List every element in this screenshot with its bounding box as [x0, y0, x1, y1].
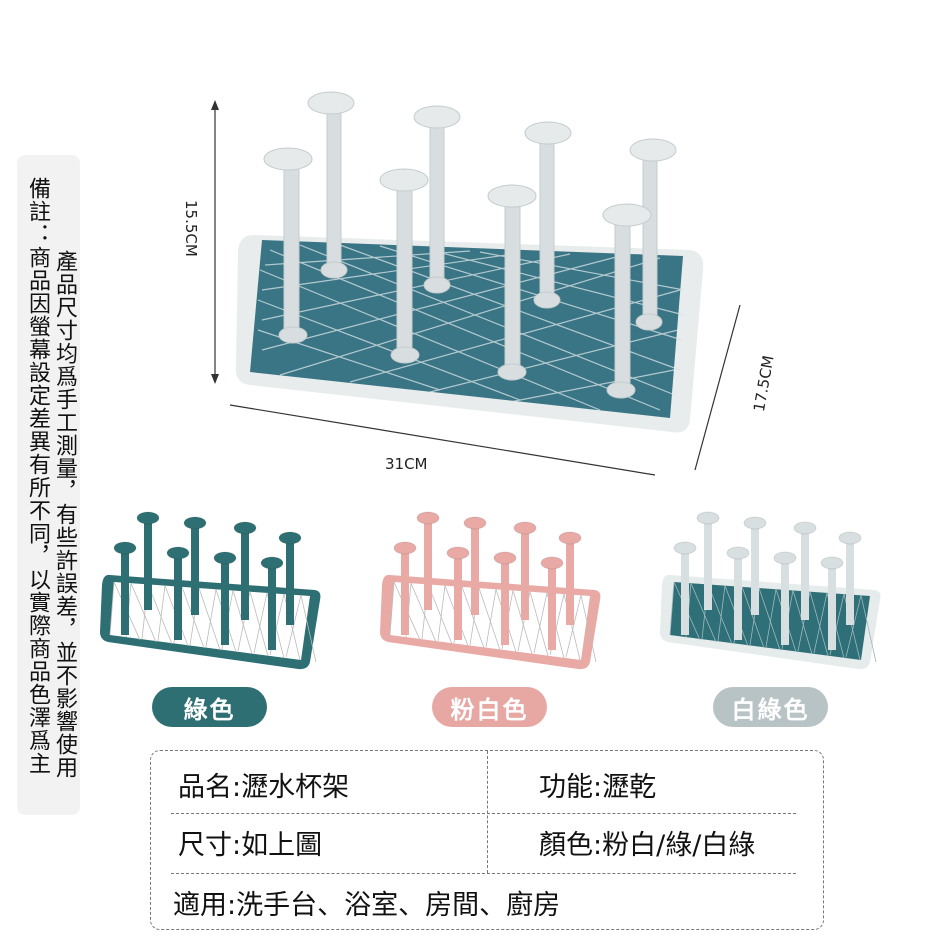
- spec-colors: 顏色:粉白/綠/白綠: [539, 830, 756, 861]
- main-product-image: [211, 91, 741, 476]
- variant-label: 粉白色: [450, 695, 529, 724]
- spec-usage: 適用:洗手台、浴室、房間、廚房: [173, 890, 561, 921]
- variant-badge-white-green[interactable]: 白綠色: [713, 687, 828, 727]
- remark-panel: 備註：商品因螢幕設定差異有所不同，以實際商品色澤爲主 產品尺寸均爲手工測量，有些…: [17, 155, 80, 815]
- variant-badge-pink-white[interactable]: 粉白色: [432, 687, 547, 727]
- variant-label: 綠色: [183, 695, 236, 724]
- remark-text: 備註：商品因螢幕設定差異有所不同，以實際商品色澤爲主: [25, 177, 50, 775]
- spec-table: 品名:瀝水杯架 功能:瀝乾 尺寸:如上圖 顏色:粉白/綠/白綠 適用:洗手台、浴…: [150, 750, 824, 930]
- variant-rack-image: [100, 511, 321, 670]
- spec-name: 品名:瀝水杯架: [178, 772, 350, 803]
- height-dimension: 15.5CM: [182, 200, 200, 257]
- measurement-note: 產品尺寸均爲手工測量，有些許誤差，並不影響使用: [52, 250, 77, 779]
- variant-label: 白綠色: [731, 695, 810, 724]
- variant-images: [100, 511, 881, 670]
- length-dimension: 31CM: [385, 455, 428, 473]
- variant-rack-image: [660, 511, 881, 670]
- variant-rack-image: [380, 511, 601, 670]
- variant-badge-green[interactable]: 綠色: [152, 687, 267, 727]
- spec-size: 尺寸:如上圖: [178, 830, 323, 861]
- spec-function: 功能:瀝乾: [539, 772, 657, 803]
